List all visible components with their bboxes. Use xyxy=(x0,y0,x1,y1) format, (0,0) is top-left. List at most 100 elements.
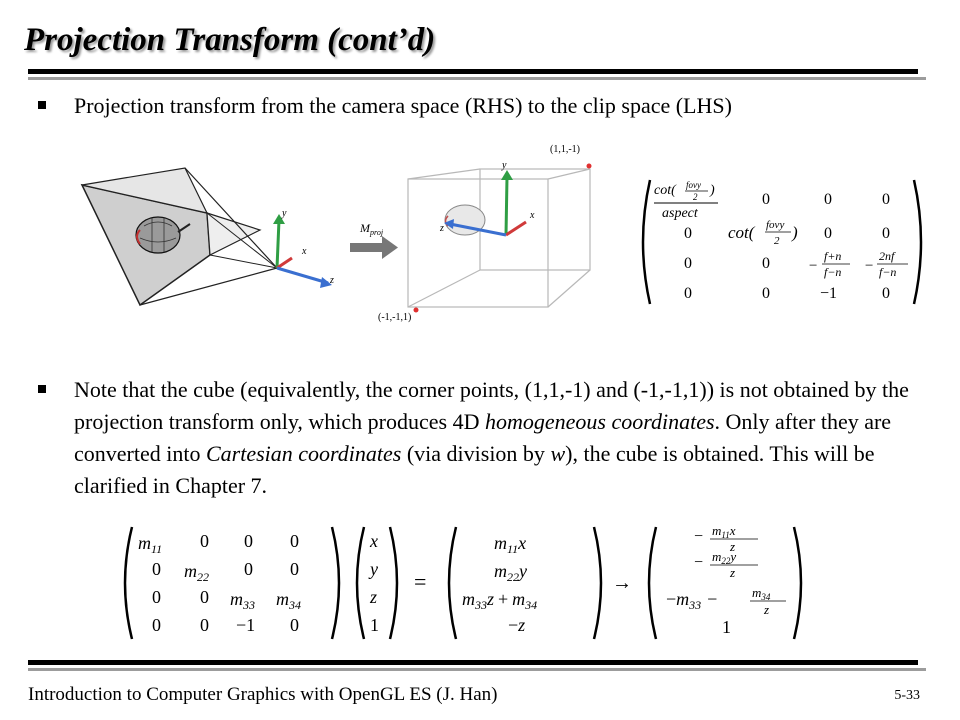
cart-row1: − m22y z xyxy=(694,549,758,580)
eq-m22: m22 xyxy=(184,561,209,584)
equation-parens xyxy=(123,526,803,640)
eq-m34: m34 xyxy=(276,589,301,612)
title-rule xyxy=(28,69,918,74)
camera-axes: y x z xyxy=(273,208,334,288)
res-row1: m22y xyxy=(494,561,527,584)
projection-matrix: cot( fovy 2 ) aspect 0 0 0 0 cot( fovy 2… xyxy=(641,179,923,305)
cart-row2: −m33− m34 z xyxy=(666,585,786,617)
matrix-entry-r3c0: 0 xyxy=(684,285,692,302)
res-row2: m33z+m34 xyxy=(462,589,537,612)
axis-y-label: y xyxy=(281,208,287,219)
matrix-entry-r1c1: cot( fovy 2 ) xyxy=(728,219,798,247)
eq-m11: m11 xyxy=(138,533,162,556)
matrix-entry-r2c1: 0 xyxy=(762,255,770,272)
teapot-icon xyxy=(135,216,191,254)
title-rule-shadow xyxy=(28,77,926,80)
cube-axis-x-label: x xyxy=(529,210,535,221)
matrix-entry-r0c1: 0 xyxy=(762,191,770,208)
vec-y: y xyxy=(368,559,378,579)
slide-title: Projection Transform (cont’d) xyxy=(24,22,436,58)
axis-z-label: z xyxy=(329,275,334,286)
eq-r3c1: 0 xyxy=(200,615,209,635)
page-number: 5-33 xyxy=(894,688,920,703)
cart-row0: − m11x z xyxy=(694,523,758,554)
eq-r1c2: 0 xyxy=(244,559,253,579)
bullet-2-text: Note that the cube (equivalently, the co… xyxy=(74,374,924,502)
eq-r0c2: 0 xyxy=(244,531,253,551)
corner-top-label: (1,1,-1) xyxy=(550,144,580,155)
vec-z: z xyxy=(369,587,377,607)
axis-x-label: x xyxy=(301,246,307,257)
svg-text:m11x: m11x xyxy=(712,523,736,540)
bullet-2-em2: Cartesian coordinates xyxy=(205,441,402,466)
svg-text:−m33−: −m33− xyxy=(666,589,717,612)
projection-figure: y x z Mproj y x z (1,1,-1) (-1,-1,1) xyxy=(80,144,592,323)
svg-text:z: z xyxy=(729,539,735,554)
bullet-marker xyxy=(38,385,46,393)
eq-m33: m33 xyxy=(230,589,255,612)
svg-text:f−n: f−n xyxy=(879,265,896,279)
equation-result: m11x m22y m33z+m34 −z xyxy=(462,533,537,635)
cart-row3: 1 xyxy=(722,617,731,637)
corner-bottom-label: (-1,-1,1) xyxy=(378,312,411,323)
footer-rule xyxy=(28,660,918,665)
matrix-entry-r2c2: − f+n f−n xyxy=(808,249,850,279)
matrix-entry-r0c3: 0 xyxy=(882,191,890,208)
matrix-entry-r3c2: −1 xyxy=(820,285,837,302)
matrix-right-paren xyxy=(912,179,923,305)
matrix-entry-r1c2: 0 xyxy=(824,225,832,242)
eq-r3c3: 0 xyxy=(290,615,299,635)
arrow-label: Mproj xyxy=(359,221,384,237)
vec-1: 1 xyxy=(370,615,379,635)
bullet-1-text: Projection transform from the camera spa… xyxy=(74,93,732,118)
matrix-entry-r1c3: 0 xyxy=(882,225,890,242)
svg-text:m34: m34 xyxy=(752,585,771,602)
eq-r3c2: −1 xyxy=(236,615,255,635)
bullet-2-part3: (via division by xyxy=(401,441,551,466)
svg-text:−: − xyxy=(864,258,874,274)
eq-r1c3: 0 xyxy=(290,559,299,579)
footer-rule-shadow xyxy=(28,668,926,671)
svg-text:−: − xyxy=(694,554,703,571)
eq-r0c1: 0 xyxy=(200,531,209,551)
equation-cartesian: − m11x z − m22y z −m33− m34 z 1 xyxy=(666,523,786,637)
bullet-marker xyxy=(38,101,46,109)
svg-text:2: 2 xyxy=(774,235,780,247)
svg-text:f−n: f−n xyxy=(824,265,841,279)
equals-sign: = xyxy=(414,569,426,594)
matrix-entry-r0c2: 0 xyxy=(824,191,832,208)
svg-text:cot(: cot( xyxy=(654,183,677,198)
res-row3: −z xyxy=(508,615,525,635)
svg-text:): ) xyxy=(791,223,798,242)
matrix-entry-r3c3: 0 xyxy=(882,285,890,302)
eq-r2c1: 0 xyxy=(200,587,209,607)
clip-cube: y x z (1,1,-1) (-1,-1,1) xyxy=(378,144,592,323)
eq-r2c0: 0 xyxy=(152,587,161,607)
equation-vector: x y z 1 xyxy=(368,531,379,635)
svg-text:fovy: fovy xyxy=(766,219,784,231)
svg-text:f+n: f+n xyxy=(824,249,841,263)
bullet-2-em3: w xyxy=(550,441,566,466)
eq-r1c0: 0 xyxy=(152,559,161,579)
svg-text:aspect: aspect xyxy=(662,206,699,221)
matrix-equation: m11 0 0 0 0 m22 0 0 0 0 m33 m34 0 0 −1 0… xyxy=(123,523,803,640)
svg-text:z: z xyxy=(729,565,735,580)
matrix-entry-r0c0: cot( fovy 2 ) aspect xyxy=(654,180,718,221)
cube-axis-y-label: y xyxy=(501,160,507,171)
svg-text:fovy: fovy xyxy=(686,180,701,190)
matrix-entry-r1c0: 0 xyxy=(684,225,692,242)
equation-matrix: m11 0 0 0 0 m22 0 0 0 0 m33 m34 0 0 −1 0 xyxy=(138,531,301,635)
bullet-2-part1: Note that the cube (equivalently, the co… xyxy=(74,377,909,434)
matrix-entry-r2c0: 0 xyxy=(684,255,692,272)
svg-text:−: − xyxy=(694,528,703,545)
svg-text:2nf: 2nf xyxy=(879,249,896,263)
footer-text: Introduction to Computer Graphics with O… xyxy=(28,684,498,705)
svg-text:m22y: m22y xyxy=(712,549,736,566)
vec-x: x xyxy=(369,531,378,551)
bullet-2-part2: . Only after they are converted into xyxy=(74,409,892,466)
projection-arrow: Mproj xyxy=(350,221,398,259)
svg-text:z: z xyxy=(763,602,769,617)
svg-text:cot(: cot( xyxy=(728,223,756,242)
eq-r0c3: 0 xyxy=(290,531,299,551)
matrix-entry-r2c3: − 2nf f−n xyxy=(864,249,908,279)
